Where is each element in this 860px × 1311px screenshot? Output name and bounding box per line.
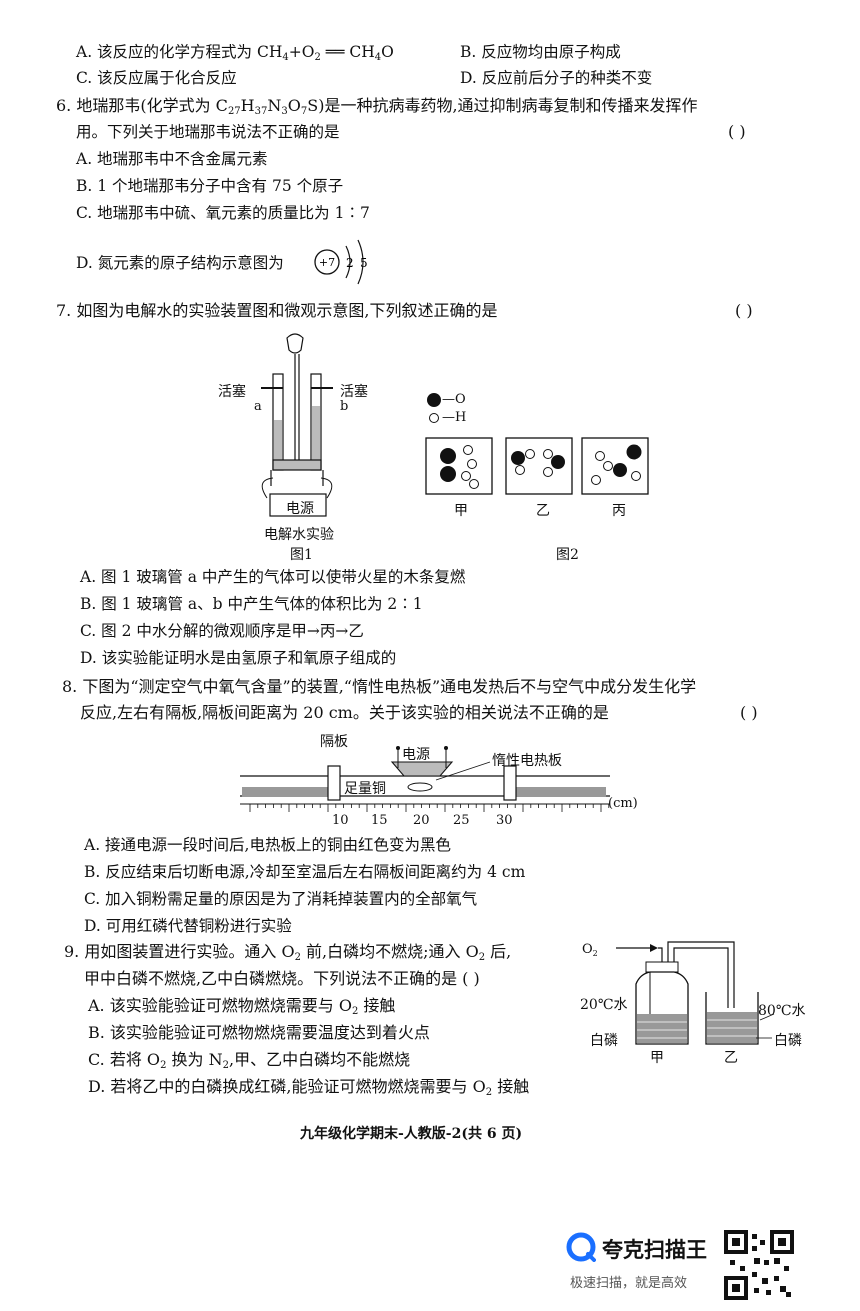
- copper-label: 足量铜: [344, 781, 386, 797]
- q5-option-d: D. 反应前后分子的种类不变: [460, 69, 653, 87]
- electrolysis-apparatus: [261, 333, 333, 517]
- q9-option-b: B. 该实验能验证可燃物燃烧需要温度达到着火点: [88, 1023, 430, 1042]
- tube-label-b: b: [340, 399, 349, 414]
- q6-option-b: B. 1 个地瑞那韦分子中含有 75 个原子: [76, 177, 344, 195]
- q9-option-c: C. 若将 O2 换为 N2,甲、乙中白磷均不能燃烧: [88, 1050, 411, 1071]
- shell-2-electrons: 5: [360, 256, 368, 270]
- ruler-tick-15: 15: [371, 813, 388, 828]
- q5-option-a: A. 该反应的化学方程式为 CH4+O2 ══ CH4O: [76, 43, 394, 63]
- shell-1-electrons: 2: [346, 256, 354, 270]
- oxygen-measurement-apparatus: [240, 746, 610, 812]
- q7-answer-paren: ( ): [735, 301, 753, 320]
- q9-option-a: A. 该实验能验证可燃物燃烧需要与 O2 接触: [88, 996, 396, 1017]
- q9-stem-line2: 甲中白磷不燃烧,乙中白磷燃烧。下列说法不正确的是 ( ): [84, 969, 480, 988]
- page-footer: 九年级化学期末-人教版-2(共 6 页): [300, 1126, 523, 1142]
- qr-code-icon: [724, 1230, 794, 1300]
- ruler-tick-30: 30: [496, 813, 513, 828]
- legend-oxygen: —O: [442, 392, 466, 407]
- q6-option-c: C. 地瑞那韦中硫、氧元素的质量比为 1∶7: [76, 204, 370, 222]
- nucleus-charge: +7: [319, 256, 335, 269]
- water-decomposition-micro-diagram: [425, 393, 649, 495]
- white-phosphorus-right-label: 白磷: [774, 1033, 802, 1049]
- ruler-tick-25: 25: [453, 813, 470, 828]
- q7-stem: 7. 如图为电解水的实验装置图和微观示意图,下列叙述正确的是: [56, 301, 498, 320]
- scanner-brand-name: 夸克扫描王: [602, 1238, 707, 1262]
- box-label-jia: 甲: [454, 503, 468, 519]
- power-source-label: 电源: [286, 501, 314, 517]
- fig1-label: 图1: [290, 547, 313, 563]
- partition-label: 隔板: [320, 734, 348, 750]
- box-label-yi: 乙: [536, 503, 550, 519]
- valve-label-left: 活塞: [218, 384, 246, 400]
- q5-option-c: C. 该反应属于化合反应: [76, 69, 237, 87]
- legend-hydrogen: —H: [442, 410, 467, 425]
- q7-option-c: C. 图 2 中水分解的微观顺序是甲→丙→乙: [80, 622, 364, 640]
- valve-label-right: 活塞: [340, 384, 368, 400]
- scanner-slogan: 极速扫描，就是高效: [570, 1276, 688, 1291]
- q6-option-a: A. 地瑞那韦中不含金属元素: [76, 150, 268, 168]
- ruler-unit: (cm): [608, 796, 638, 811]
- q5-option-b: B. 反应物均由原子构成: [460, 43, 621, 61]
- q8-option-b: B. 反应结束后切断电源,冷却至室温后左右隔板间距离约为 4 cm: [84, 863, 526, 881]
- container-jia-label: 甲: [650, 1050, 664, 1066]
- q8-stem-line2: 反应,左右有隔板,隔板间距离为 20 cm。关于该实验的相关说法不正确的是: [80, 703, 609, 722]
- ruler-tick-10: 10: [332, 813, 349, 828]
- q9-stem-line1: 9. 用如图装置进行实验。通入 O2 前,白磷均不燃烧;通入 O2 后,: [64, 942, 512, 963]
- fig1-caption: 电解水实验: [264, 527, 334, 543]
- q7-option-a: A. 图 1 玻璃管 a 中产生的气体可以使带火星的木条复燃: [80, 568, 466, 586]
- box-label-bing: 丙: [612, 503, 626, 519]
- water-80c-label: 80℃水: [758, 1003, 806, 1019]
- container-yi-label: 乙: [724, 1050, 738, 1066]
- q6-stem-line2: 用。下列关于地瑞那韦说法不正确的是: [76, 123, 340, 141]
- water-20c-label: 20℃水: [580, 997, 628, 1013]
- q9-option-d: D. 若将乙中的白磷换成红磷,能验证可燃物燃烧需要与 O2 接触: [88, 1077, 530, 1098]
- q8-stem-line1: 8. 下图为“测定空气中氧气含量”的装置,“惰性电热板”通电发热后不与空气中成分…: [62, 677, 697, 696]
- q6-option-d: D. 氮元素的原子结构示意图为: [76, 254, 284, 272]
- nitrogen-atom-diagram: +7 2 5: [314, 239, 368, 285]
- q7-option-d: D. 该实验能证明水是由氢原子和氧原子组成的: [80, 649, 397, 667]
- ruler-tick-20: 20: [413, 813, 430, 828]
- white-phosphorus-left-label: 白磷: [590, 1033, 618, 1049]
- q8-option-c: C. 加入铜粉需足量的原因是为了消耗掉装置内的全部氧气: [84, 890, 478, 908]
- q8-option-a: A. 接通电源一段时间后,电热板上的铜由红色变为黑色: [84, 836, 451, 854]
- q6-stem-line1: 6. 地瑞那韦(化学式为 C27H37N3O7S)是一种抗病毒药物,通过抑制病毒…: [56, 96, 698, 117]
- q7-option-b: B. 图 1 玻璃管 a、b 中产生气体的体积比为 2∶1: [80, 595, 423, 613]
- tube-label-a: a: [254, 399, 262, 414]
- fig2-label: 图2: [556, 547, 579, 563]
- q8-option-d: D. 可用红磷代替铜粉进行实验: [84, 917, 292, 935]
- power-label: 电源: [402, 747, 430, 763]
- o2-inlet-label: O2: [582, 942, 598, 958]
- phosphorus-combustion-apparatus: [616, 941, 775, 1045]
- q8-answer-paren: ( ): [740, 703, 758, 722]
- quark-logo-icon: [566, 1232, 596, 1262]
- heating-plate-label: 惰性电热板: [492, 753, 562, 769]
- q6-answer-paren: ( ): [728, 122, 746, 141]
